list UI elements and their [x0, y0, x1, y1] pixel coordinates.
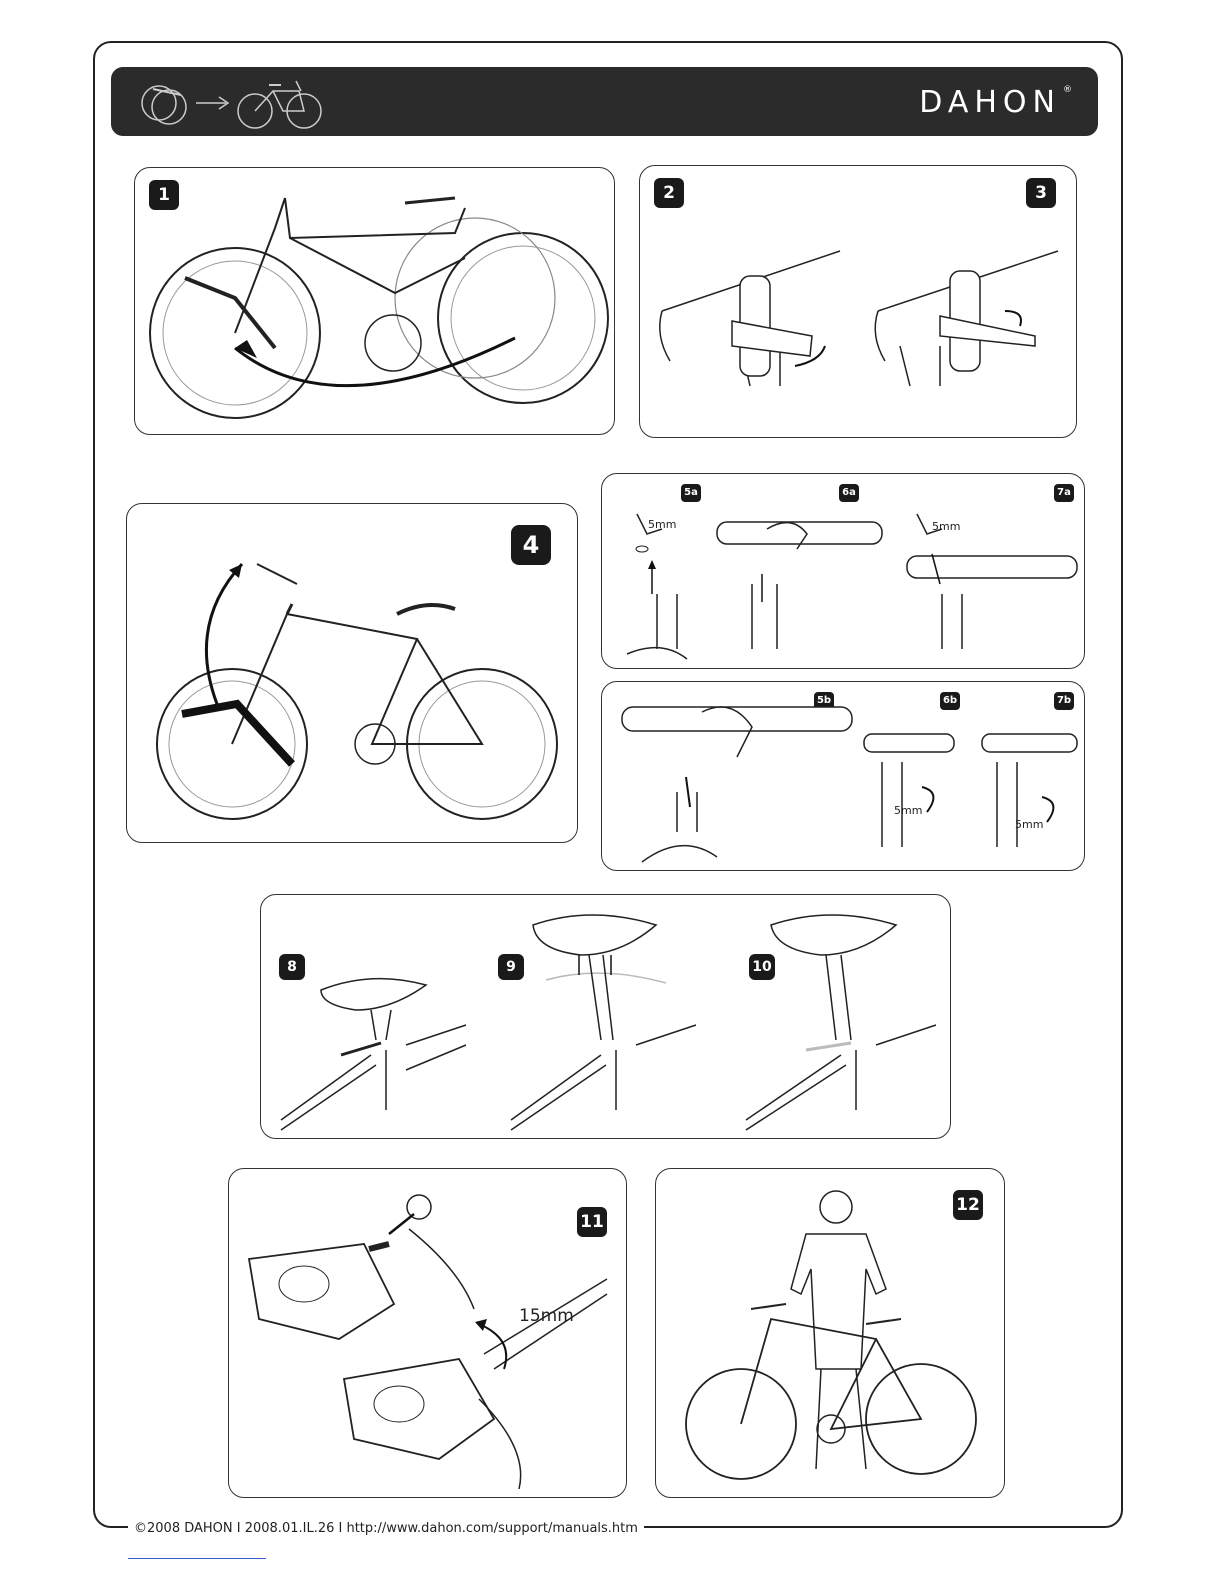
registered-mark: ® [1063, 85, 1072, 95]
panel-step-5a-7a: 5a 6a 7a 5mm 5mm [601, 473, 1085, 669]
panel-step-5b-7b: 5b 6b 7b 5mm 5mm [601, 681, 1085, 871]
stem-install-illustration [602, 474, 1086, 670]
link-underline [128, 1558, 266, 1559]
panel-step-1: 1 [134, 167, 615, 435]
latch-close-illustration [640, 166, 1078, 439]
header-bar: DAHON® [111, 67, 1098, 136]
brand-name: DAHON [919, 85, 1061, 120]
folded-to-unfolded-icon [111, 67, 311, 136]
folded-bike-illustration [135, 168, 616, 436]
panel-step-11: 11 15mm [228, 1168, 627, 1498]
rider-with-bike-illustration [656, 1169, 1006, 1499]
seatpost-adjust-illustration [261, 895, 952, 1140]
panel-step-12: 12 [655, 1168, 1005, 1498]
dahon-logo: DAHON® [919, 85, 1072, 120]
footer-text: ©2008 DAHON I 2008.01.IL.26 I http://www… [128, 1521, 644, 1536]
stem-tighten-illustration [602, 682, 1086, 872]
pedal-install-illustration [229, 1169, 628, 1499]
unfolded-bike-illustration [127, 504, 579, 844]
panel-step-8-10: 8 9 10 [260, 894, 951, 1139]
panel-step-2-3: 2 3 [639, 165, 1077, 438]
panel-step-4: 4 [126, 503, 578, 843]
